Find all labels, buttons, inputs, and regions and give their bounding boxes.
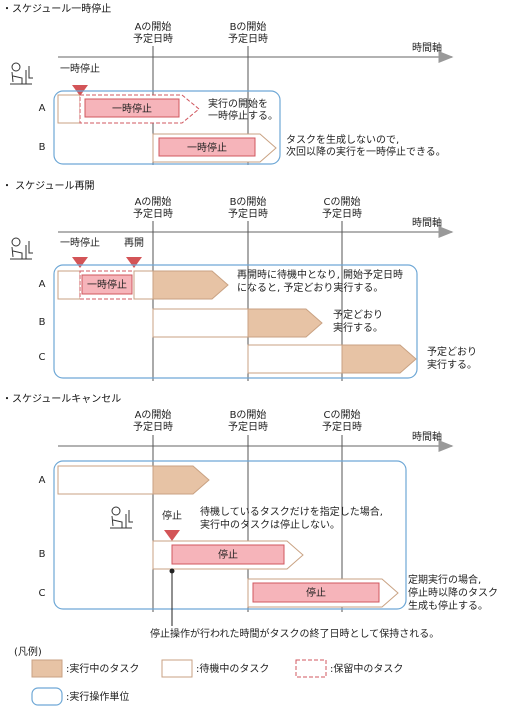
resume-marker xyxy=(126,257,142,268)
execution-unit-box xyxy=(53,460,407,610)
section-resume: ・ スケジュール再開 Aの開始予定日時 Bの開始予定日時 Cの開始予定日時 時間… xyxy=(2,180,477,381)
legend-running-swatch xyxy=(31,659,63,678)
section-cancel: ・スケジュールキャンセル Aの開始予定日時 Bの開始予定日時 Cの開始予定日時 … xyxy=(2,393,498,640)
pause-marker-label: 一時停止 xyxy=(60,236,100,249)
legend-waiting-label: :待機中のタスク xyxy=(196,662,269,675)
legend-unit-swatch xyxy=(31,687,63,706)
operator-icon xyxy=(10,237,33,260)
col-a-start-label: Aの開始予定日時 xyxy=(133,195,173,220)
row-c-label: C xyxy=(39,352,46,363)
legend-running-label: :実行中のタスク xyxy=(66,662,139,675)
legend: (凡例) :実行中のタスク :待機中のタスク :保留中のタスク :実行操作単位 xyxy=(14,645,403,706)
section-pause-title: ・スケジュール一時停止 xyxy=(2,2,111,15)
task-a-running-arrow xyxy=(152,465,210,495)
section-cancel-title: ・スケジュールキャンセル xyxy=(2,393,121,405)
task-a-paused-label: 一時停止 xyxy=(112,102,152,115)
task-c-stop-label: 停止 xyxy=(306,586,326,599)
legend-title: (凡例) xyxy=(14,645,42,658)
col-b-start-label: Bの開始予定日時 xyxy=(228,20,268,45)
note-cancel-bottom: 停止操作が行われた時間がタスクの終了日時として保持される。 xyxy=(150,627,439,640)
col-a-start-label: Aの開始予定日時 xyxy=(133,408,173,433)
legend-paused-label: :保留中のタスク xyxy=(330,662,403,675)
note-cancel-c: 定期実行の場合,停止時以降のタスク生成も停止する。 xyxy=(408,573,498,612)
execution-unit-box xyxy=(53,90,281,165)
operator-icon xyxy=(10,62,33,85)
pause-marker-label: 一時停止 xyxy=(60,62,100,75)
task-b-paused-label: 一時停止 xyxy=(187,141,227,154)
legend-unit-label: :実行操作単位 xyxy=(66,690,129,703)
row-a-label: A xyxy=(39,279,46,290)
task-b-running-arrow xyxy=(247,308,323,338)
stop-marker-label: 停止 xyxy=(162,509,182,522)
execution-unit-box xyxy=(53,264,418,379)
col-c-start-label: Cの開始予定日時 xyxy=(322,408,362,433)
task-a-paused-bar xyxy=(84,98,180,118)
task-a-waiting xyxy=(57,465,154,495)
task-b-waiting xyxy=(152,308,249,338)
legend-paused-swatch xyxy=(295,659,327,678)
legend-waiting-swatch xyxy=(161,659,193,678)
row-a-label: A xyxy=(39,475,46,486)
time-axis-label: 時間軸 xyxy=(412,430,442,443)
section-resume-title: ・ スケジュール再開 xyxy=(2,180,94,192)
note-resume-a: 再開時に待機中となり, 開始予定日時になると, 予定どおり実行する。 xyxy=(237,268,403,294)
task-b-paused-bar xyxy=(158,137,256,157)
col-b-start-label: Bの開始予定日時 xyxy=(228,408,268,433)
task-a-paused-label: 一時停止 xyxy=(87,278,127,291)
row-b-label: B xyxy=(39,549,46,560)
note-cancel-mid: 待機しているタスクだけを指定した場合,実行中のタスクは停止しない。 xyxy=(200,505,383,531)
time-axis-label: 時間軸 xyxy=(412,216,442,229)
note-resume-c: 予定どおり実行する。 xyxy=(427,345,477,371)
row-b-label: B xyxy=(39,142,46,153)
col-b-start-label: Bの開始予定日時 xyxy=(228,195,268,220)
stop-marker xyxy=(164,530,180,541)
row-c-label: C xyxy=(39,588,46,599)
col-c-start-label: Cの開始予定日時 xyxy=(322,195,362,220)
section-pause: ・スケジュール一時停止 Aの開始予定日時 Bの開始予定日時 時間軸 一時停止 A… xyxy=(2,2,454,165)
task-c-stop-bar xyxy=(252,582,380,603)
task-a-running-arrow xyxy=(152,270,229,300)
task-b-stop-bar xyxy=(171,544,285,565)
note-pause-b: タスクを生成しないので,次回以降の実行を一時停止できる。 xyxy=(286,133,446,158)
task-a-waiting xyxy=(57,94,81,124)
task-a-paused-bar xyxy=(81,274,133,295)
row-a-label: A xyxy=(39,103,46,114)
task-c-running-arrow xyxy=(341,344,417,374)
col-a-start-label: Aの開始予定日時 xyxy=(133,20,173,45)
time-axis-label: 時間軸 xyxy=(412,41,442,54)
task-b-stop-label: 停止 xyxy=(218,548,238,561)
task-c-waiting xyxy=(247,344,343,374)
resume-marker-label: 再開 xyxy=(124,237,144,249)
note-resume-b: 予定どおり実行する。 xyxy=(333,308,383,334)
task-a-waiting-after xyxy=(133,270,154,300)
task-a-waiting-before xyxy=(57,270,81,300)
pause-marker xyxy=(72,257,88,268)
note-pause-a: 実行の開始を一時停止する。 xyxy=(208,97,278,122)
operator-icon xyxy=(110,506,133,529)
row-b-label: B xyxy=(39,317,46,328)
